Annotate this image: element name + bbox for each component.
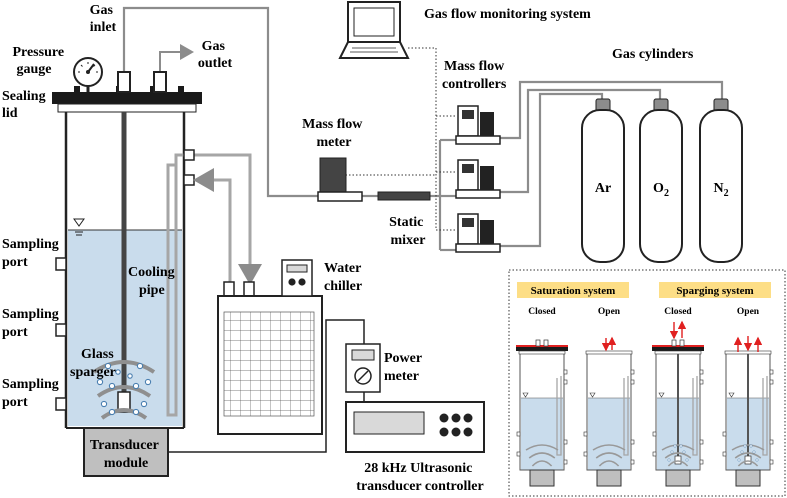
transducer-controller: [345, 401, 485, 453]
sparging-system-title: Sparging system: [676, 285, 753, 297]
labels: Gas inlet Gas outlet Pressure gauge Seal…: [2, 3, 760, 494]
sparging-header: [659, 282, 771, 298]
gas-outlet-arrow: [159, 44, 194, 72]
mini-reactor-2: [583, 336, 635, 487]
cooling-port-upper: [183, 149, 195, 161]
glass-sparger-label: Glass sparger: [70, 347, 117, 380]
gas-inlet-port: [117, 71, 131, 93]
gas-flow-monitoring-label: Gas flow monitoring system: [424, 7, 591, 22]
transducer-module: [83, 427, 169, 477]
gas-inlet-label: Gas inlet: [90, 3, 117, 35]
transducer-controller-label: 28 kHz Ultrasonic transducer controller: [356, 461, 483, 494]
state-label-3: Closed: [664, 307, 692, 317]
electrical-cables: [168, 319, 365, 453]
sampling-port-3: [55, 397, 67, 411]
cylinder-ar: [581, 98, 625, 263]
mass-flow-meter: [317, 157, 363, 202]
mini-reactor-4: [722, 336, 774, 487]
ultrasound-waves: [92, 360, 156, 420]
saturation-header: [517, 282, 629, 298]
static-mixer-label: Static mixer: [389, 215, 427, 248]
gas-cylinders-label: Gas cylinders: [612, 47, 694, 62]
power-meter-label: Power meter: [384, 351, 425, 384]
cooling-pipe: [166, 153, 197, 417]
reactor: [52, 57, 202, 477]
cylinder-n2: [699, 98, 743, 263]
gas-bubbles: [96, 362, 152, 416]
cylinder-o2-label: O2: [653, 181, 669, 199]
water-chiller: [217, 259, 323, 435]
mini-reactor-1: [516, 339, 568, 487]
sampling-port-label-2: Sampling port: [2, 307, 62, 340]
mass-flow-controllers-label: Mass flow controllers: [442, 59, 508, 92]
water-level-symbol: [73, 218, 85, 236]
mass-flow-controller-1: [455, 105, 501, 145]
mini-reactors: [516, 320, 774, 487]
transducer-module-label: Transducer module: [90, 438, 162, 471]
water-chiller-label: Water chiller: [324, 261, 365, 294]
mass-flow-controllers: [455, 105, 501, 253]
gas-outlet-label: Gas outlet: [198, 39, 233, 71]
cylinder-n2-label: N2: [713, 181, 728, 199]
state-label-4: Open: [737, 307, 760, 317]
sealing-lid-label: Sealing lid: [2, 89, 49, 121]
monitoring-lines: [342, 47, 456, 231]
chiller-hoses: [193, 153, 262, 285]
sampling-port-2: [55, 323, 67, 337]
power-meter: [345, 343, 381, 393]
sealing-lid: [52, 92, 202, 104]
gas-cylinders: [581, 98, 743, 263]
saturation-system-title: Saturation system: [531, 285, 616, 297]
cooling-port-lower: [183, 174, 195, 186]
sampling-port-label-3: Sampling port: [2, 377, 62, 410]
gas-flow-monitoring-laptop: [338, 1, 410, 59]
mass-flow-controller-2: [455, 159, 501, 199]
pressure-gauge-label: Pressure gauge: [12, 45, 67, 77]
gas-outlet-port: [153, 71, 167, 93]
gas-lines: [122, 6, 724, 252]
mass-flow-controller-3: [455, 213, 501, 253]
cylinder-o2: [639, 98, 683, 263]
cooling-pipe-label: Cooling pipe: [128, 265, 178, 298]
mini-reactor-3: [652, 320, 704, 487]
sampling-port-1: [55, 257, 67, 271]
sampling-port-label-1: Sampling port: [2, 237, 62, 270]
state-label-2: Open: [598, 307, 621, 317]
static-mixer: [377, 191, 431, 201]
cylinder-ar-label: Ar: [595, 181, 611, 196]
mass-flow-meter-label: Mass flow meter: [302, 117, 366, 150]
state-label-1: Closed: [528, 307, 556, 317]
